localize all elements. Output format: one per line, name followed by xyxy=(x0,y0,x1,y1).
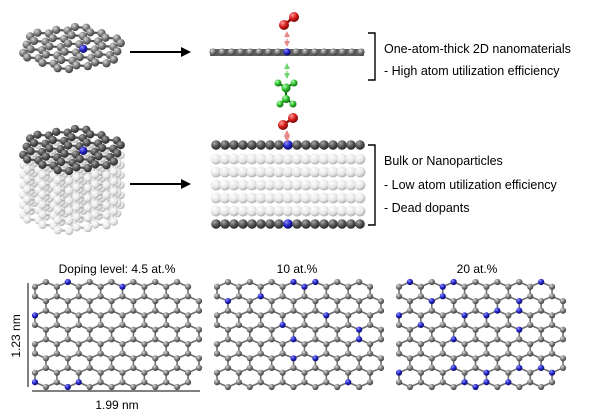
graphene-sheet-side-view xyxy=(209,48,365,56)
oxygen-molecule-top xyxy=(279,12,299,30)
bulk-layer-stack-side-view xyxy=(210,140,366,229)
middle-bracket-label-3: - Dead dopants xyxy=(384,201,469,215)
middle-bracket-label-2: - Low atom utilization efficiency xyxy=(384,178,558,192)
top-bracket-label-2: - High atom utilization efficiency xyxy=(384,64,560,78)
height-label: 1.23 nm xyxy=(9,314,23,357)
oxygen-molecule-middle xyxy=(278,113,298,130)
graphene-flake-3d xyxy=(19,22,125,74)
top-bracket-label-1: One-atom-thick 2D nanomaterials xyxy=(384,42,571,56)
bulk-graphite-cluster xyxy=(19,124,125,236)
bracket-middle xyxy=(368,144,376,226)
middle-bracket-label-1: Bulk or Nanoparticles xyxy=(384,154,503,168)
doped-sheet-10 xyxy=(213,278,385,391)
sheet-3-label: 20 at.% xyxy=(457,262,498,276)
sheet-2-label: 10 at.% xyxy=(277,262,318,276)
bracket-top xyxy=(368,32,376,81)
doped-sheet-4-5 xyxy=(31,278,203,391)
sheet-1-label: Doping level: 4.5 at.% xyxy=(59,262,176,276)
width-label: 1.99 nm xyxy=(95,398,138,412)
adsorbate-molecule-bottom xyxy=(274,79,298,108)
doped-sheet-20 xyxy=(395,278,567,391)
